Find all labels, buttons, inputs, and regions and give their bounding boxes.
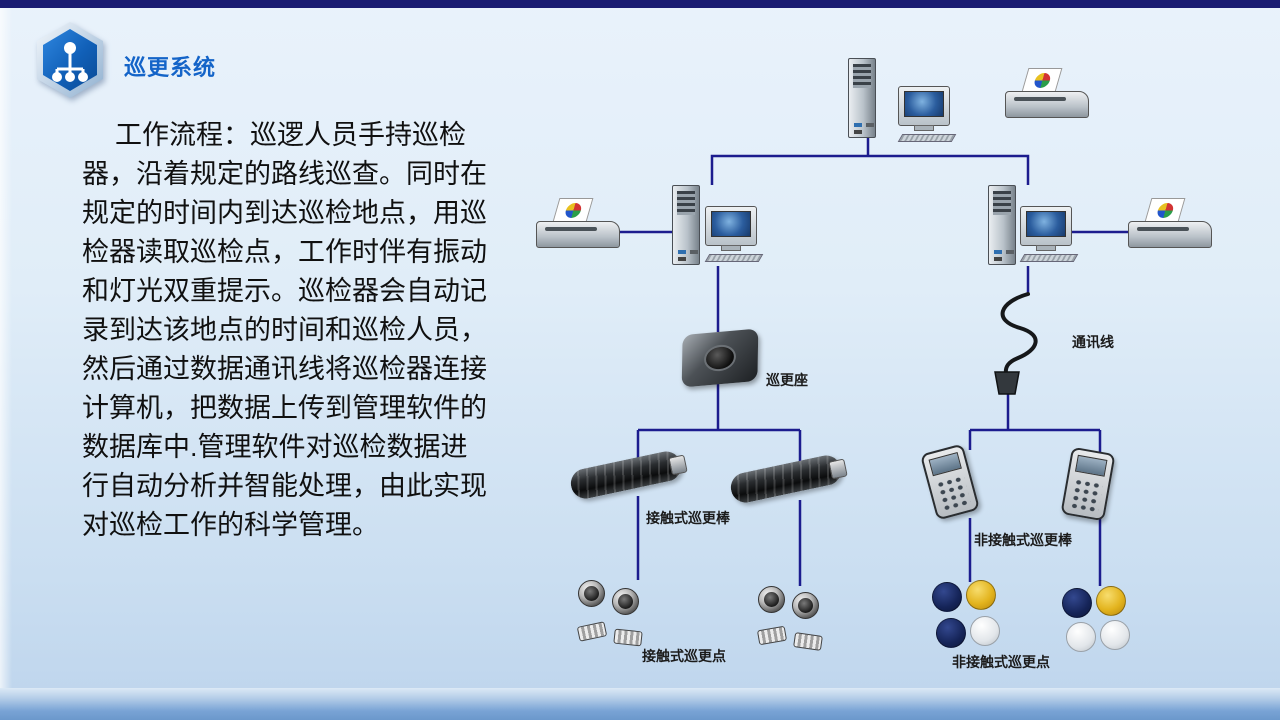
keyboard-icon	[1019, 254, 1079, 262]
monitor-screen	[711, 211, 751, 237]
printer-paper	[552, 198, 594, 222]
communication-cable-icon	[1000, 292, 1038, 376]
noncontact-point-icon	[966, 580, 996, 610]
noncontact-point-icon	[970, 616, 1000, 646]
monitor-stand	[721, 245, 741, 251]
cable-connector-icon	[994, 371, 1020, 395]
monitor-icon	[705, 206, 757, 251]
server-tower-icon	[988, 185, 1016, 265]
server-tower-icon	[848, 58, 876, 138]
printer-icon	[1005, 68, 1089, 118]
contact-point-icon	[578, 580, 605, 607]
noncontact-point-icon	[1096, 586, 1126, 616]
handheld-keypad	[1068, 476, 1104, 514]
contact-point-label: 接触式巡更点	[642, 648, 726, 664]
monitor-stand	[914, 125, 934, 131]
contact-point-icon	[612, 588, 639, 615]
monitor-stand	[1036, 245, 1056, 251]
keyboard-icon	[897, 134, 957, 142]
printer-body	[1005, 91, 1089, 118]
diagram-connections	[618, 138, 1128, 586]
noncontact-point-icon	[932, 582, 962, 612]
bottom-accent-band	[0, 688, 1280, 720]
printer-paper	[1144, 198, 1186, 222]
patrol-system-diagram: 巡更座 通讯线 接触式巡更棒 非接触式巡更棒 接触式巡更点 非接触式巡更点	[500, 40, 1260, 690]
patrol-dock-icon	[681, 328, 759, 388]
printer-icon	[536, 198, 620, 248]
monitor-screen	[1026, 211, 1066, 237]
printer-body	[536, 221, 620, 248]
keyboard-icon	[704, 254, 764, 262]
left-edge-highlight	[0, 8, 12, 720]
printer-paper	[1021, 68, 1063, 92]
sitemap-icon	[37, 22, 103, 98]
noncontact-wand-label: 非接触式巡更棒	[974, 532, 1072, 548]
contact-point-icon	[758, 586, 785, 613]
noncontact-point-label: 非接触式巡更点	[952, 654, 1050, 670]
printer-icon	[1128, 198, 1212, 248]
printer-body	[1128, 221, 1212, 248]
dock-label: 巡更座	[766, 372, 808, 388]
monitor-icon	[1020, 206, 1072, 251]
top-accent-bar	[0, 0, 1280, 8]
page-title: 巡更系统	[124, 55, 217, 80]
cable-label: 通讯线	[1072, 334, 1114, 350]
noncontact-point-icon	[1066, 622, 1096, 652]
noncontact-point-icon	[1062, 588, 1092, 618]
body-paragraph: 工作流程：巡逻人员手持巡检器，沿着规定的路线巡查。同时在规定的时间内到达巡检地点…	[82, 120, 487, 540]
contact-wand-label: 接触式巡更棒	[646, 510, 730, 526]
handheld-screen	[928, 452, 962, 477]
handheld-screen	[1074, 454, 1108, 477]
handheld-keypad	[934, 473, 972, 512]
contact-point-icon	[613, 628, 643, 647]
noncontact-point-icon	[1100, 620, 1130, 650]
server-tower-icon	[672, 185, 700, 265]
noncontact-point-icon	[936, 618, 966, 648]
monitor-icon	[898, 86, 950, 131]
monitor-screen	[904, 91, 944, 117]
contact-point-icon	[792, 592, 819, 619]
